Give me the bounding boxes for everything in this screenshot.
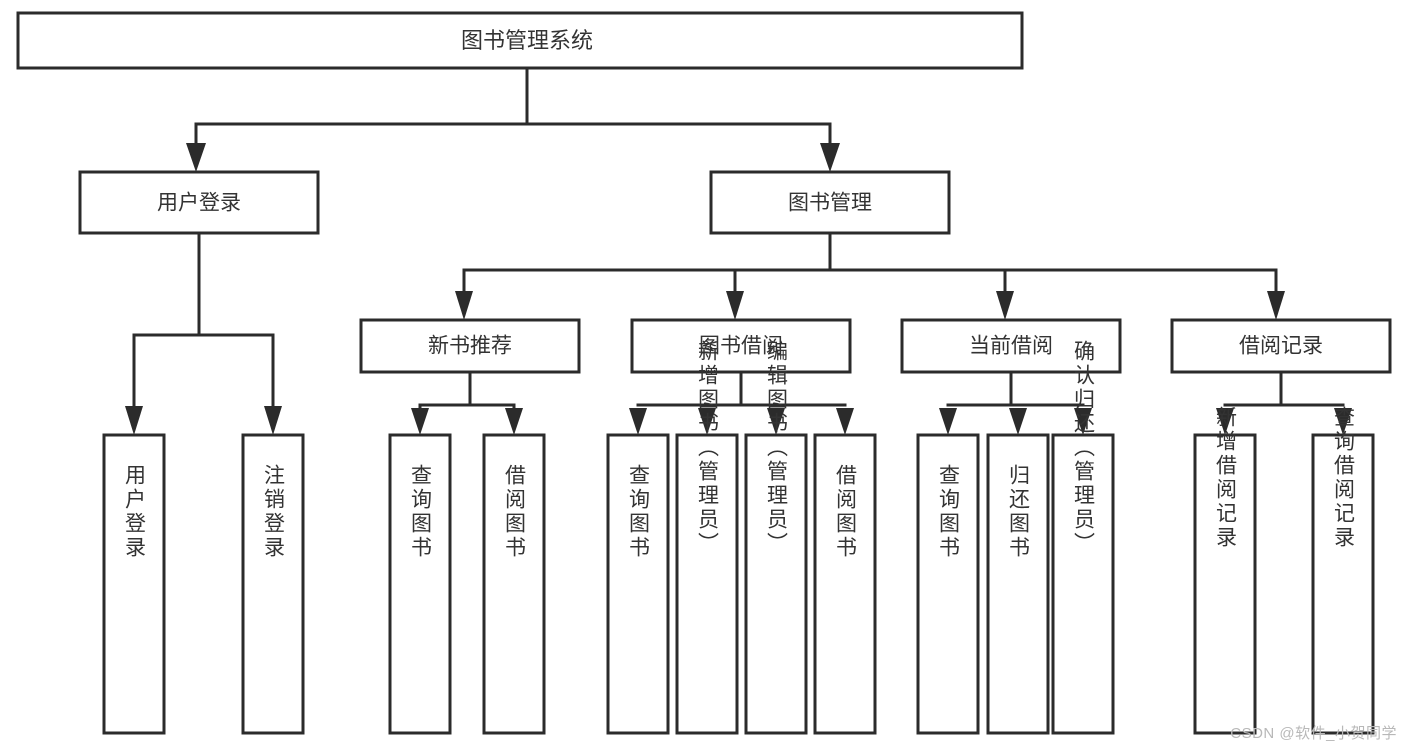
current-borrow-box[interactable] bbox=[900, 318, 1122, 374]
leaf-user-login-box[interactable] bbox=[102, 433, 166, 735]
leaf-query-borrow-record-label: 查询借阅记录 bbox=[1332, 406, 1356, 550]
arrowhead-leaf-add-record bbox=[1216, 408, 1234, 435]
leaf-logout-label: 注销登录 bbox=[262, 464, 286, 560]
leaf-user-login[interactable]: 用户登录 bbox=[102, 433, 166, 735]
arrowhead-current bbox=[996, 291, 1014, 320]
new-book-recommend-label: 新书推荐 bbox=[428, 335, 512, 358]
arrowhead-record bbox=[1267, 291, 1285, 320]
leaf-user-login-label: 用户登录 bbox=[123, 464, 147, 560]
leaf-borrow-book-borrow-label: 借阅图书 bbox=[834, 464, 858, 560]
leaf-add-book-admin-box[interactable] bbox=[675, 433, 739, 735]
leaf-query-book-borrow-label: 查询图书 bbox=[627, 464, 651, 560]
leaf-query-book-current-label: 查询图书 bbox=[937, 464, 961, 560]
borrow-record-label: 借阅记录 bbox=[1239, 335, 1323, 358]
arrowhead-leaf-borrow-book-1 bbox=[505, 408, 523, 435]
arrowhead-leaf-return-book bbox=[1009, 408, 1027, 435]
leaf-return-book[interactable]: 归还图书 bbox=[986, 433, 1050, 735]
node-book-management[interactable]: 图书管理 bbox=[709, 170, 951, 235]
leaf-query-book-recommend-label: 查询图书 bbox=[409, 464, 433, 560]
leaf-borrow-book-recommend-label: 借阅图书 bbox=[503, 464, 527, 560]
arrowhead-leaf-query-book-1 bbox=[411, 408, 429, 435]
leaf-query-book-current-box[interactable] bbox=[916, 433, 980, 735]
leaf-return-book-box[interactable] bbox=[986, 433, 1050, 735]
node-new-book-recommend[interactable]: 新书推荐 bbox=[359, 318, 581, 374]
leaf-edit-book-admin-label: 编辑图书（管理员） bbox=[765, 340, 789, 556]
root-box[interactable] bbox=[16, 11, 1024, 70]
arrowhead-newbook bbox=[455, 291, 473, 320]
leaf-query-book-recommend[interactable]: 查询图书 bbox=[388, 433, 452, 735]
leaf-add-borrow-record-label: 新增借阅记录 bbox=[1214, 406, 1238, 550]
leaf-confirm-return-admin-label: 确认归还（管理员） bbox=[1072, 340, 1096, 556]
leaf-add-borrow-record[interactable]: 新增借阅记录 bbox=[1193, 406, 1257, 735]
leaf-add-book-admin-label: 新增图书（管理员） bbox=[696, 340, 720, 556]
leaf-edit-book-admin[interactable]: 编辑图书（管理员） bbox=[744, 340, 808, 735]
leaf-return-book-label: 归还图书 bbox=[1007, 464, 1031, 560]
node-user-login[interactable]: 用户登录 bbox=[78, 170, 320, 235]
leaf-add-borrow-record-box[interactable] bbox=[1193, 433, 1257, 735]
current-borrow-label: 当前借阅 bbox=[969, 335, 1053, 358]
new-book-recommend-box[interactable] bbox=[359, 318, 581, 374]
leaf-query-borrow-record[interactable]: 查询借阅记录 bbox=[1311, 406, 1375, 735]
book-borrow-label: 图书借阅 bbox=[699, 335, 783, 358]
leaf-edit-book-admin-box[interactable] bbox=[744, 433, 808, 735]
leaf-add-book-admin[interactable]: 新增图书（管理员） bbox=[675, 340, 739, 735]
book-management-label: 图书管理 bbox=[788, 192, 872, 215]
arrowhead-book-mgmt bbox=[820, 143, 840, 172]
node-borrow-record[interactable]: 借阅记录 bbox=[1170, 318, 1392, 374]
leaf-query-book-borrow-box[interactable] bbox=[606, 433, 670, 735]
leaf-query-book-recommend-box[interactable] bbox=[388, 433, 452, 735]
arrowhead-leaf-logout bbox=[264, 406, 282, 435]
leaf-query-book-current[interactable]: 查询图书 bbox=[916, 433, 980, 735]
leaf-borrow-book-borrow[interactable]: 借阅图书 bbox=[813, 433, 877, 735]
user-login-box[interactable] bbox=[78, 170, 320, 235]
leaf-confirm-return-admin[interactable]: 确认归还（管理员） bbox=[1051, 340, 1115, 735]
arrowhead-leaf-add-book bbox=[698, 408, 716, 435]
leaf-confirm-return-admin-box[interactable] bbox=[1051, 433, 1115, 735]
arrowhead-user-login bbox=[186, 143, 206, 172]
node-current-borrow[interactable]: 当前借阅 bbox=[900, 318, 1122, 374]
node-book-borrow[interactable]: 图书借阅 bbox=[630, 318, 852, 374]
leaf-borrow-book-recommend[interactable]: 借阅图书 bbox=[482, 433, 546, 735]
leaf-borrow-book-recommend-box[interactable] bbox=[482, 433, 546, 735]
leaf-query-book-borrow[interactable]: 查询图书 bbox=[606, 433, 670, 735]
arrowhead-leaf-user-login bbox=[125, 406, 143, 435]
leaf-logout[interactable]: 注销登录 bbox=[241, 433, 305, 735]
arrowhead-borrow bbox=[726, 291, 744, 320]
book-management-box[interactable] bbox=[709, 170, 951, 235]
arrowhead-leaf-query-book-3 bbox=[939, 408, 957, 435]
arrowhead-leaf-confirm-return bbox=[1074, 408, 1092, 435]
root-label: 图书管理系统 bbox=[461, 28, 593, 53]
arrowhead-leaf-query-record bbox=[1334, 408, 1352, 435]
leaf-query-borrow-record-box[interactable] bbox=[1311, 433, 1375, 735]
leaf-nodes: 用户登录 注销登录 查询图书 借阅图书 查询图书 新增图书（管理员） 编辑图书（… bbox=[102, 340, 1375, 735]
csdn-watermark: CSDN @软件_小贺同学 bbox=[1230, 725, 1397, 742]
leaf-borrow-book-borrow-box[interactable] bbox=[813, 433, 877, 735]
arrowhead-leaf-edit-book bbox=[767, 408, 785, 435]
leaf-logout-box[interactable] bbox=[241, 433, 305, 735]
node-root[interactable]: 图书管理系统 bbox=[16, 11, 1024, 70]
arrowhead-leaf-borrow-book-2 bbox=[836, 408, 854, 435]
user-login-label: 用户登录 bbox=[157, 192, 241, 215]
arrowhead-leaf-query-book-2 bbox=[629, 408, 647, 435]
connector-layer bbox=[125, 66, 1352, 435]
borrow-record-box[interactable] bbox=[1170, 318, 1392, 374]
book-borrow-box[interactable] bbox=[630, 318, 852, 374]
